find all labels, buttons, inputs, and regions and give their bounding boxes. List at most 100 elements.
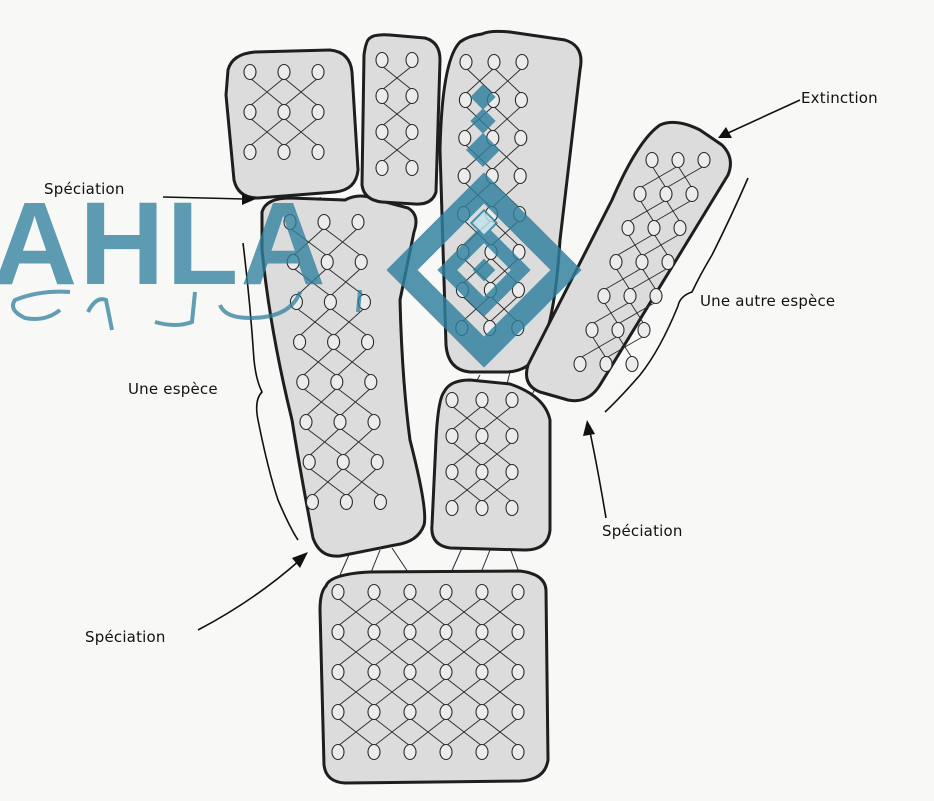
individual-node bbox=[506, 429, 518, 444]
individual-node bbox=[312, 145, 324, 160]
individual-node bbox=[404, 705, 416, 720]
individual-node bbox=[368, 745, 380, 760]
individual-node bbox=[312, 65, 324, 80]
individual-node bbox=[294, 335, 306, 350]
individual-node bbox=[312, 105, 324, 120]
extinction-label: Extinction bbox=[801, 89, 878, 107]
individual-node bbox=[622, 221, 634, 236]
individual-node bbox=[278, 145, 290, 160]
individual-node bbox=[362, 335, 374, 350]
speciation-right-arrow bbox=[590, 432, 606, 518]
individual-node bbox=[476, 429, 488, 444]
individual-node bbox=[376, 53, 388, 68]
individual-node bbox=[406, 125, 418, 140]
individual-node bbox=[476, 665, 488, 680]
individual-node bbox=[404, 745, 416, 760]
individual-node bbox=[698, 153, 710, 168]
individual-node bbox=[332, 665, 344, 680]
individual-node bbox=[306, 495, 318, 510]
individual-node bbox=[368, 625, 380, 640]
individual-node bbox=[331, 375, 343, 390]
individual-node bbox=[368, 585, 380, 600]
individual-node bbox=[440, 705, 452, 720]
individual-node bbox=[686, 187, 698, 202]
individual-node bbox=[516, 55, 528, 70]
individual-node bbox=[340, 495, 352, 510]
individual-node bbox=[406, 53, 418, 68]
individual-node bbox=[440, 665, 452, 680]
speciation-right-label: Spéciation bbox=[602, 522, 683, 540]
individual-node bbox=[638, 323, 650, 338]
individual-node bbox=[512, 745, 524, 760]
individual-node bbox=[446, 501, 458, 516]
individual-node bbox=[612, 323, 624, 338]
individual-node bbox=[371, 455, 383, 470]
individual-node bbox=[355, 255, 367, 270]
individual-node bbox=[244, 65, 256, 80]
individual-node bbox=[650, 289, 662, 304]
individual-node bbox=[512, 705, 524, 720]
individual-node bbox=[446, 393, 458, 408]
individual-node bbox=[459, 131, 471, 146]
individual-node bbox=[476, 465, 488, 480]
individual-node bbox=[404, 665, 416, 680]
individual-node bbox=[515, 131, 527, 146]
individual-node bbox=[440, 585, 452, 600]
individual-node bbox=[476, 501, 488, 516]
individual-node bbox=[244, 145, 256, 160]
speciation-right-arrowhead bbox=[583, 420, 595, 436]
individual-node bbox=[376, 161, 388, 176]
individual-node bbox=[376, 125, 388, 140]
individual-node bbox=[352, 215, 364, 230]
individual-node bbox=[334, 415, 346, 430]
individual-node bbox=[440, 625, 452, 640]
individual-node bbox=[374, 495, 386, 510]
individual-node bbox=[586, 323, 598, 338]
individual-node bbox=[458, 169, 470, 184]
speciation-top-label: Spéciation bbox=[44, 180, 125, 198]
individual-node bbox=[404, 625, 416, 640]
individual-node bbox=[515, 93, 527, 108]
individual-node bbox=[634, 187, 646, 202]
individual-node bbox=[662, 255, 674, 270]
individual-node bbox=[368, 665, 380, 680]
individual-node bbox=[476, 745, 488, 760]
individual-node bbox=[610, 255, 622, 270]
individual-node bbox=[626, 357, 638, 372]
individual-node bbox=[476, 393, 488, 408]
individual-node bbox=[332, 625, 344, 640]
speciation-bottom-arrow bbox=[198, 560, 300, 630]
individual-node bbox=[404, 585, 416, 600]
individual-node bbox=[512, 625, 524, 640]
individual-node bbox=[514, 169, 526, 184]
individual-node bbox=[506, 465, 518, 480]
individual-node bbox=[376, 89, 388, 104]
individual-node bbox=[476, 625, 488, 640]
individual-node bbox=[278, 65, 290, 80]
individual-node bbox=[506, 501, 518, 516]
individual-node bbox=[300, 415, 312, 430]
individual-node bbox=[297, 375, 309, 390]
individual-node bbox=[332, 705, 344, 720]
individual-node bbox=[337, 455, 349, 470]
extinction-arrow bbox=[728, 100, 800, 133]
individual-node bbox=[512, 585, 524, 600]
individual-node bbox=[648, 221, 660, 236]
individual-node bbox=[574, 357, 586, 372]
individual-node bbox=[660, 187, 672, 202]
individual-node bbox=[459, 93, 471, 108]
individual-node bbox=[598, 289, 610, 304]
individual-node bbox=[672, 153, 684, 168]
individual-node bbox=[446, 465, 458, 480]
individual-node bbox=[476, 585, 488, 600]
individual-node bbox=[506, 393, 518, 408]
individual-node bbox=[332, 745, 344, 760]
individual-node bbox=[624, 289, 636, 304]
individual-node bbox=[488, 55, 500, 70]
individual-node bbox=[440, 745, 452, 760]
individual-node bbox=[303, 455, 315, 470]
individual-node bbox=[332, 585, 344, 600]
individual-node bbox=[406, 161, 418, 176]
individual-node bbox=[365, 375, 377, 390]
